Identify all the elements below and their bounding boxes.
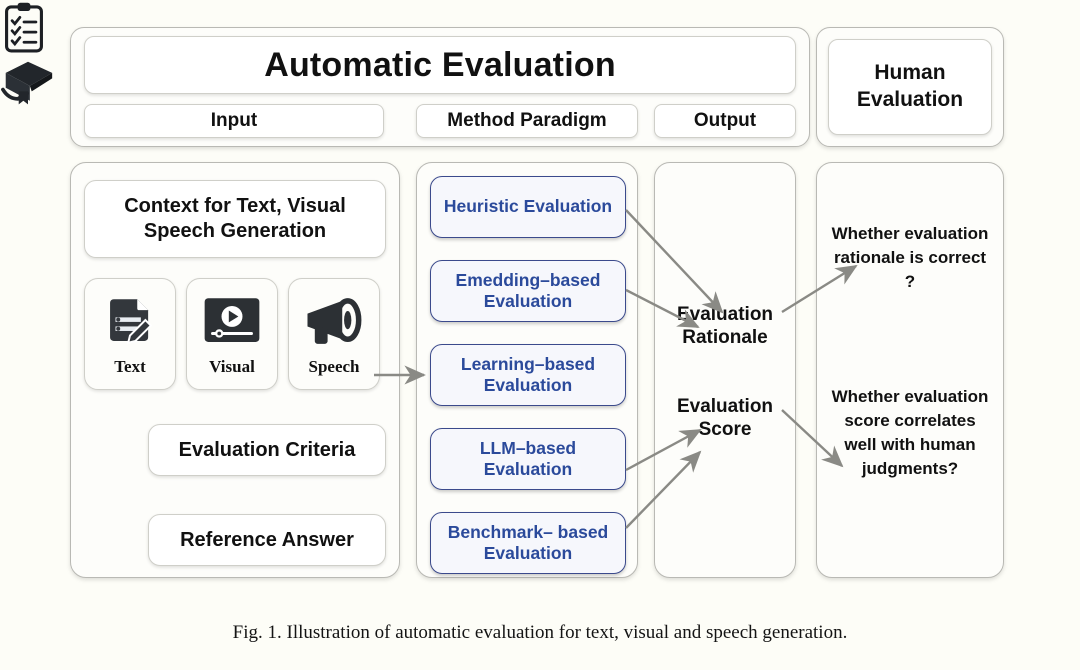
clipboard-checklist-icon [0,0,48,56]
figure-caption: Fig. 1. Illustration of automatic evalua… [232,622,848,643]
megaphone-icon [302,287,366,355]
book-icon [0,56,56,112]
human-question-rationale-correct: Whether evaluation rationale is correct … [831,224,989,292]
modality-card-visual: Visual [186,278,278,390]
modality-label-speech: Speech [308,357,360,376]
modality-label-text: Text [114,357,146,376]
automatic-evaluation-title: Automatic Evaluation [84,36,796,94]
human-question-score-correlation: Whether evaluation score correlates well… [831,387,989,479]
human-evaluation-title-line2: Evaluation [856,88,964,111]
method-box-llm-based-evaluation[interactable]: LLM–based Evaluation [430,428,626,490]
output-label-evaluation-score: Evaluation Score [676,396,774,441]
modality-card-text: Text [84,278,176,390]
evaluation-criteria-box: Evaluation Criteria [148,424,386,476]
human-evaluation-title-line1: Human [874,61,946,85]
modality-card-speech: Speech [288,278,380,390]
output-label-evaluation-rationale: Evaluation Rationale [676,304,774,349]
method-box-learning-based-evaluation[interactable]: Learning–based Evaluation [430,344,626,406]
video-player-icon [201,287,263,355]
human-evaluation-title: Human Evaluation [828,39,992,135]
reference-answer-box: Reference Answer [148,514,386,566]
stage-header-input: Input [84,104,384,138]
method-box-heuristic-evaluation[interactable]: Heuristic Evaluation [430,176,626,238]
modality-label-visual: Visual [209,357,255,376]
method-box-embedding-based-evaluation[interactable]: Emedding–based Evaluation [430,260,626,322]
stage-header-method-paradigm: Method Paradigm [416,104,638,138]
context-generation-box: Context for Text, Visual Speech Generati… [84,180,386,258]
document-pencil-icon [101,287,159,355]
human-column-panel [816,162,1004,578]
stage-header-output: Output [654,104,796,138]
output-column-panel [654,162,796,578]
method-box-benchmark-based-evaluation[interactable]: Benchmark– based Evaluation [430,512,626,574]
